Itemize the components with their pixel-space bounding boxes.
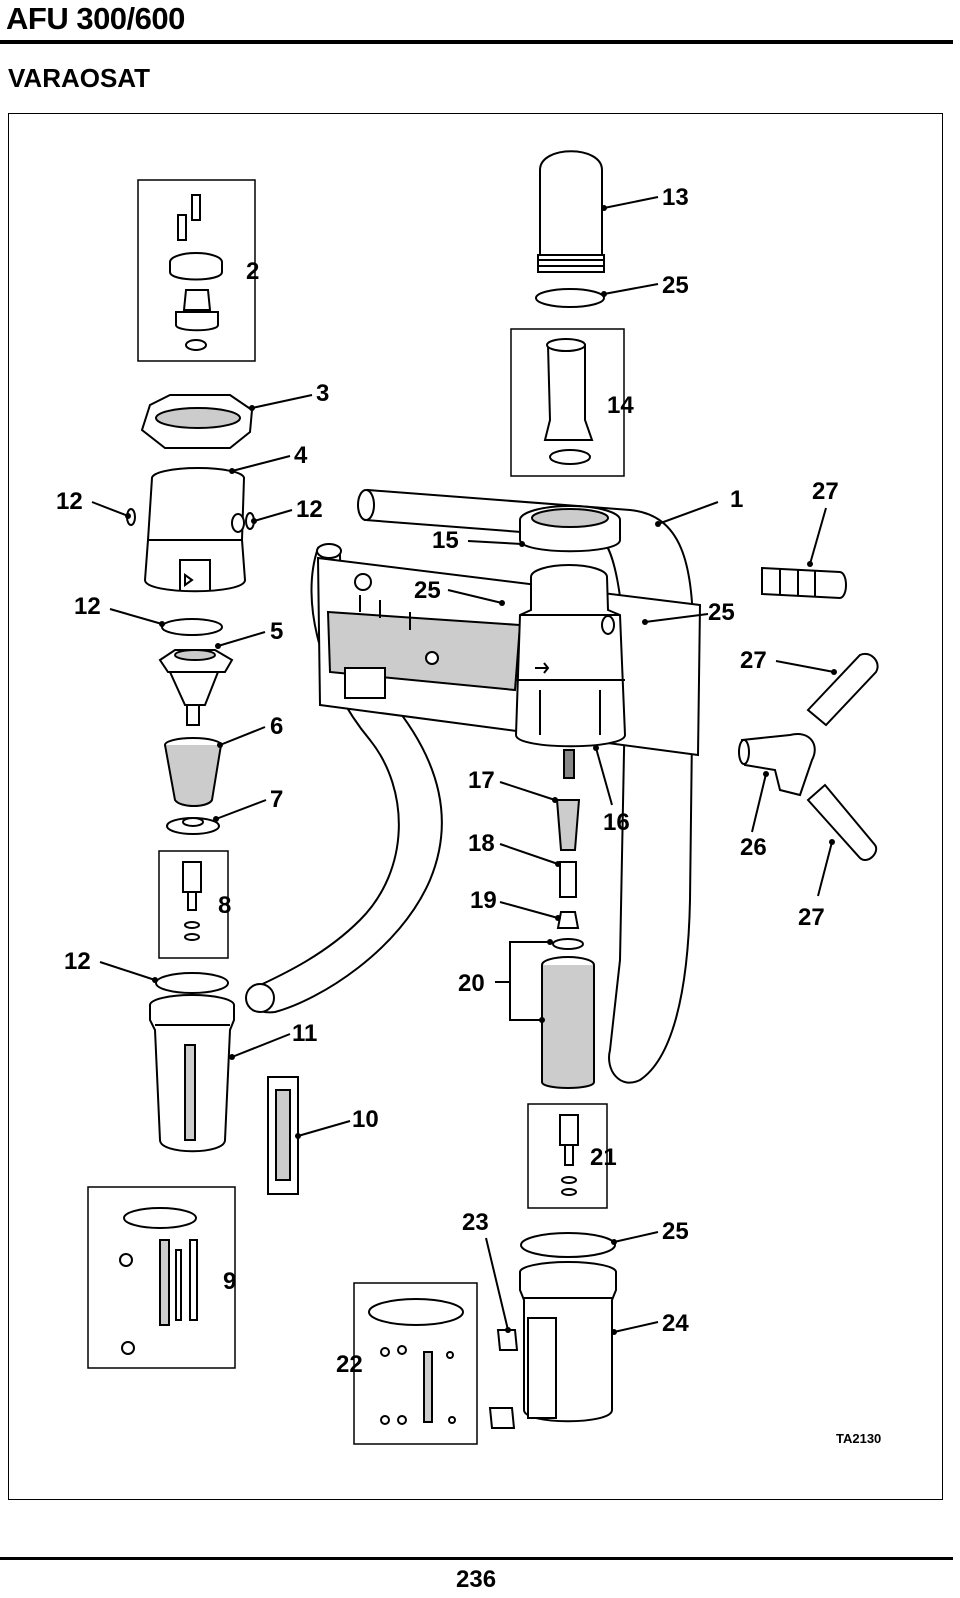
callout-6: 6	[270, 713, 283, 740]
callout-7: 7	[270, 786, 283, 813]
callout-12a: 12	[56, 488, 83, 515]
callout-12d: 12	[64, 948, 91, 975]
part-21-valve	[559, 1114, 579, 1196]
callout-leaders	[91, 196, 837, 1335]
callout-10: 10	[352, 1106, 379, 1133]
callout-2: 2	[246, 258, 259, 285]
callout-25a: 25	[662, 272, 689, 299]
callout-19: 19	[470, 887, 497, 914]
callout-15: 15	[432, 527, 459, 554]
part-12-oring-c	[161, 618, 223, 636]
part-20-filter-element	[541, 938, 595, 1089]
callout-22: 22	[336, 1351, 363, 1378]
callout-25c: 25	[708, 599, 735, 626]
callout-5: 5	[270, 618, 283, 645]
part-10-sight-glass	[267, 1076, 299, 1195]
hose-right	[357, 488, 695, 1084]
callout-14: 14	[607, 392, 634, 419]
part-13-bowl	[537, 150, 605, 273]
part-16-filter-housing	[514, 564, 627, 779]
callout-27b: 27	[740, 647, 767, 674]
callout-1: 1	[730, 486, 743, 513]
part-25-oring-bottom	[520, 1232, 616, 1258]
part-6-filter-cone	[164, 737, 222, 807]
callout-4: 4	[294, 442, 308, 469]
footer-rule	[0, 1557, 953, 1560]
part-17-screen	[555, 799, 581, 851]
part-14-insert	[543, 338, 594, 465]
part-5-rotor	[158, 649, 234, 726]
figure-code: TA2130	[836, 1431, 881, 1446]
part-4-head	[143, 467, 247, 593]
part-8-valve	[182, 861, 202, 941]
callout-27c: 27	[798, 904, 825, 931]
part-8-kit-box	[158, 850, 229, 959]
callout-16: 16	[603, 809, 630, 836]
callout-11: 11	[292, 1020, 317, 1047]
callout-18: 18	[468, 830, 495, 857]
part-2-components	[169, 194, 223, 351]
section-title: VARAOSAT	[8, 63, 151, 93]
callout-26: 26	[740, 834, 767, 861]
part-23-clip-b	[488, 1407, 516, 1429]
part-24-bowl	[519, 1261, 617, 1423]
part-26-tee	[738, 733, 816, 797]
callout-3: 3	[316, 380, 329, 407]
callout-23: 23	[462, 1209, 489, 1236]
callout-17: 17	[468, 767, 495, 794]
callout-13: 13	[662, 184, 689, 211]
part-18-spacer	[559, 861, 577, 898]
part-22-components	[368, 1298, 464, 1425]
callout-12b: 12	[296, 496, 323, 523]
header-rule	[0, 40, 953, 44]
diagram-frame	[8, 113, 943, 1500]
part-27-fitting-bottom	[806, 783, 878, 861]
callout-25d: 25	[662, 1218, 689, 1245]
page-number: 236	[456, 1566, 497, 1593]
part-27-fitting-middle	[806, 652, 879, 727]
part-27-fitting-top	[761, 566, 847, 600]
callout-labels: 1 2 3 4 5 6 7 8 9 10 11 12 12 12 12 13 1…	[56, 184, 881, 1446]
part-21-kit-box	[527, 1103, 608, 1209]
callout-8: 8	[218, 892, 231, 919]
part-3-collar	[140, 394, 254, 449]
callout-24: 24	[662, 1310, 689, 1337]
callout-9: 9	[223, 1268, 236, 1295]
callout-27a: 27	[812, 478, 839, 505]
callout-25b: 25	[414, 577, 441, 604]
callout-21: 21	[590, 1144, 617, 1171]
part-15-nut	[519, 505, 621, 553]
part-11-bowl	[149, 994, 235, 1153]
part-23-clip	[496, 1329, 519, 1351]
part-12-oring-d	[155, 972, 229, 994]
part-22-kit-box	[353, 1282, 478, 1445]
part-2-kit-box	[137, 179, 256, 362]
callout-12c: 12	[74, 593, 101, 620]
part-19-nozzle	[556, 911, 580, 929]
document-title: AFU 300/600	[6, 1, 185, 36]
part-14-kit-box	[510, 328, 625, 477]
part-9-kit-box	[87, 1186, 236, 1369]
part-9-components	[119, 1207, 198, 1355]
part-7-gear	[166, 817, 220, 835]
part-25-oring-top	[535, 288, 605, 308]
callout-20: 20	[458, 970, 485, 997]
